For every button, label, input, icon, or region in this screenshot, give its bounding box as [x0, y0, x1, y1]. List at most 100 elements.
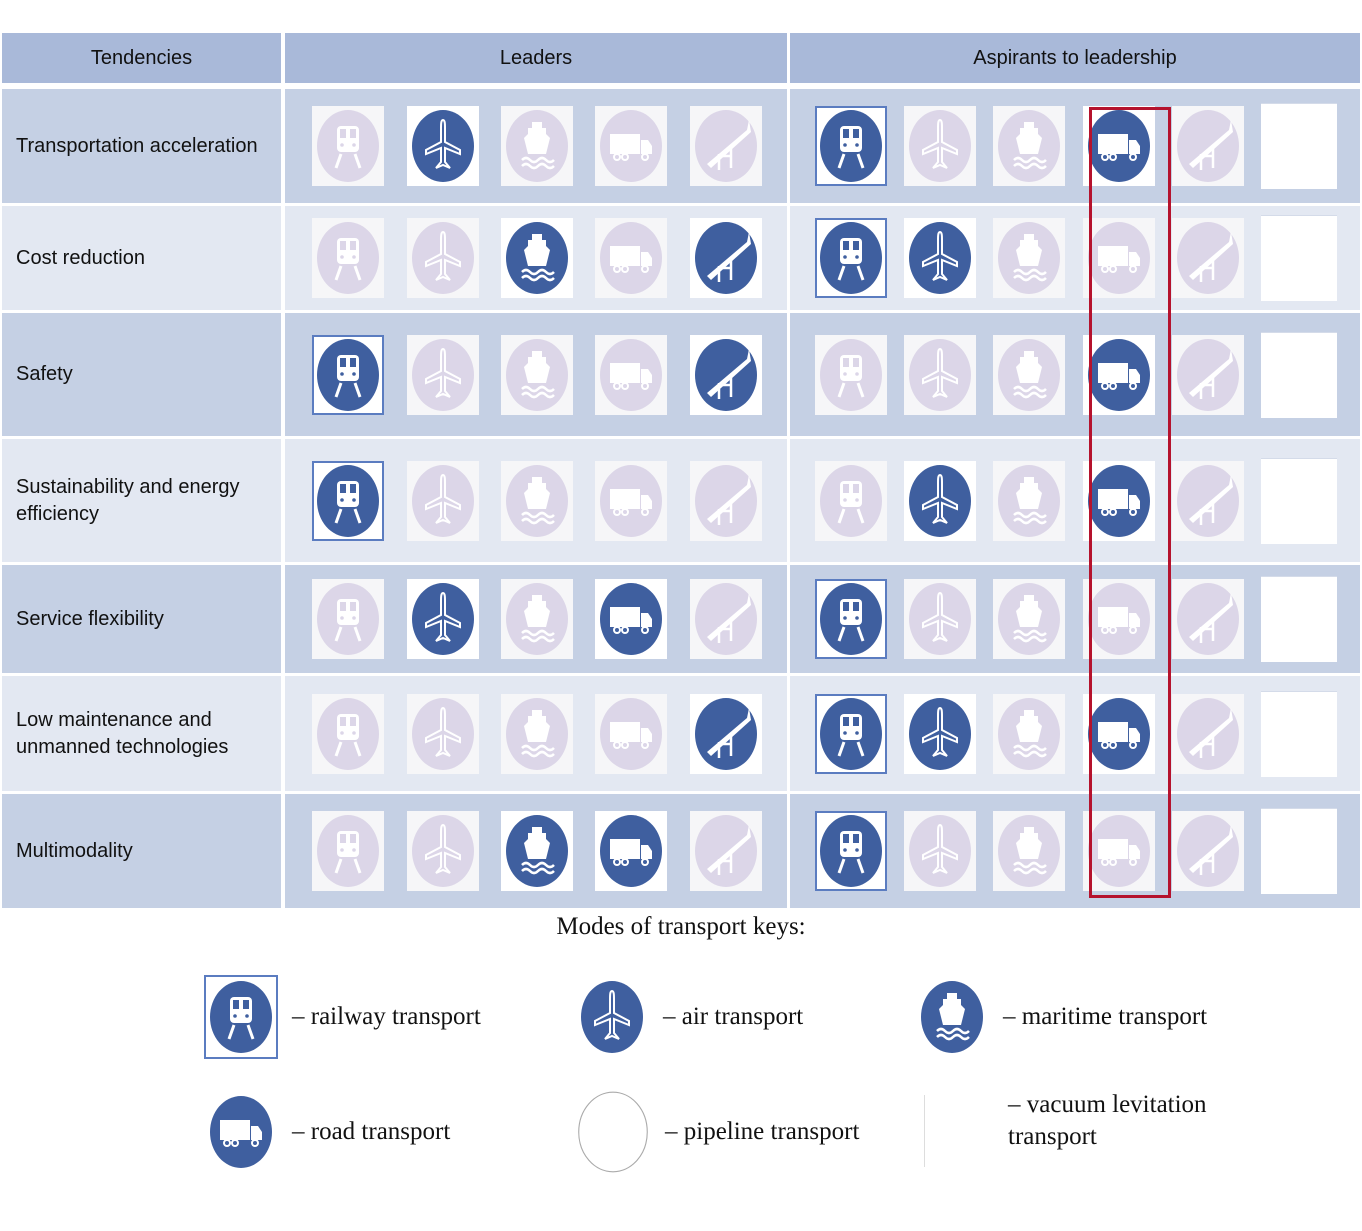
legend-item-road: – road transport — [204, 1090, 450, 1174]
air-transport-icon-active — [903, 218, 976, 298]
railway-transport-icon-active — [814, 811, 887, 891]
road-transport-icon-inactive — [1082, 811, 1155, 891]
railway-transport-icon-active — [814, 579, 887, 659]
road-transport-icon-active — [1082, 334, 1155, 415]
railway-transport-icon-inactive — [814, 334, 887, 415]
maritime-transport-icon-inactive — [500, 579, 573, 659]
aspirants-cell — [790, 676, 1360, 791]
maritime-transport-icon-inactive — [993, 106, 1066, 186]
maritime-transport-icon-inactive — [500, 334, 573, 415]
maritime-transport-icon-inactive — [500, 106, 573, 186]
maritime-transport-icon-inactive — [993, 579, 1066, 659]
air-transport-icon-inactive — [406, 334, 479, 415]
air-transport-icon-inactive — [406, 693, 479, 774]
railway-transport-icon-inactive — [312, 811, 385, 891]
tendency-label: Safety — [2, 313, 281, 436]
railway-transport-icon-inactive — [312, 106, 385, 186]
legend-label: – road transport — [292, 1118, 451, 1145]
legend-label: – air transport — [663, 1003, 804, 1030]
legend-item-vacuum: – vacuum levitation transport — [924, 1091, 1228, 1167]
maritime-transport-icon-inactive — [500, 460, 573, 541]
pipeline-transport-icon-inactive — [1171, 334, 1244, 415]
railway-transport-icon-inactive — [312, 218, 385, 298]
table-row: Low maintenance and unmanned technologie… — [2, 676, 1360, 791]
maritime-transport-icon-inactive — [993, 218, 1066, 298]
railway-transport-icon — [204, 975, 278, 1059]
aspirants-cell — [790, 89, 1360, 203]
road-transport-icon-inactive — [1082, 218, 1155, 298]
legend-title: Modes of transport keys: — [556, 913, 806, 940]
tendency-label: Multimodality — [2, 794, 281, 908]
railway-transport-icon-active — [814, 106, 887, 186]
legend-item-air: – air transport — [575, 975, 803, 1059]
legend-label: – railway transport — [292, 1003, 481, 1030]
road-transport-icon-inactive — [1082, 579, 1155, 659]
pipeline-transport-icon-active — [689, 218, 762, 298]
maritime-transport-icon-inactive — [993, 460, 1066, 541]
tendency-label: Service flexibility — [2, 565, 281, 673]
railway-transport-icon-active — [814, 218, 887, 298]
air-transport-icon — [575, 975, 649, 1059]
vacuum-levitation-icon — [1261, 215, 1338, 301]
air-transport-icon-active — [903, 693, 976, 774]
aspirants-cell — [790, 565, 1360, 673]
road-transport-icon-inactive — [595, 693, 668, 774]
header-aspirants: Aspirants to leadership — [790, 33, 1360, 83]
road-transport-icon-active — [595, 579, 668, 659]
leaders-cell — [285, 89, 787, 203]
legend-item-railway: – railway transport — [204, 975, 481, 1059]
air-transport-icon-inactive — [903, 579, 976, 659]
pipeline-transport-icon-inactive — [1171, 218, 1244, 298]
road-transport-icon-active — [1082, 460, 1155, 541]
air-transport-icon-inactive — [406, 218, 479, 298]
header-leaders: Leaders — [285, 33, 787, 83]
road-transport-icon-inactive — [595, 334, 668, 415]
maritime-transport-icon-inactive — [993, 334, 1066, 415]
leaders-cell — [285, 313, 787, 436]
air-transport-icon-active — [406, 579, 479, 659]
air-transport-icon-inactive — [903, 334, 976, 415]
tendency-label: Low maintenance and unmanned technologie… — [2, 676, 281, 791]
pipeline-transport-icon-inactive — [689, 579, 762, 659]
table-row: Cost reduction — [2, 206, 1360, 310]
pipeline-transport-icon-active — [689, 693, 762, 774]
pipeline-transport-icon-inactive — [1171, 460, 1244, 541]
tendency-label: Transportation acceleration — [2, 89, 281, 203]
maritime-transport-icon-inactive — [500, 693, 573, 774]
road-transport-icon-inactive — [595, 106, 668, 186]
leaders-cell — [285, 439, 787, 562]
air-transport-icon-inactive — [406, 460, 479, 541]
tendencies-table: Tendencies Leaders Aspirants to leadersh… — [2, 33, 1360, 911]
road-transport-icon-inactive — [595, 218, 668, 298]
aspirants-cell — [790, 313, 1360, 436]
legend-item-maritime: – maritime transport — [915, 975, 1207, 1059]
vacuum-levitation-icon — [1261, 331, 1338, 418]
vacuum-levitation-icon — [1261, 576, 1338, 662]
air-transport-icon-inactive — [406, 811, 479, 891]
maritime-transport-icon-active — [500, 811, 573, 891]
tendency-label: Cost reduction — [2, 206, 281, 310]
pipeline-transport-icon-inactive — [1171, 579, 1244, 659]
air-transport-icon-active — [903, 460, 976, 541]
vacuum-levitation-icon — [1261, 457, 1338, 544]
pipeline-transport-icon-inactive — [689, 811, 762, 891]
legend-label: – maritime transport — [1003, 1003, 1208, 1030]
pipeline-transport-icon-active — [689, 334, 762, 415]
leaders-cell — [285, 206, 787, 310]
pipeline-transport-icon-inactive — [689, 460, 762, 541]
table-row: Safety — [2, 313, 1360, 436]
road-transport-icon-inactive — [595, 460, 668, 541]
air-transport-icon-inactive — [903, 811, 976, 891]
pipeline-transport-icon-inactive — [1171, 811, 1244, 891]
table-row: Transportation acceleration — [2, 89, 1360, 203]
table-header: Tendencies Leaders Aspirants to leadersh… — [2, 33, 1360, 83]
aspirants-cell — [790, 206, 1360, 310]
table-row: Multimodality — [2, 794, 1360, 908]
pipeline-transport-icon-inactive — [689, 106, 762, 186]
maritime-transport-icon-inactive — [993, 811, 1066, 891]
railway-transport-icon-inactive — [312, 693, 385, 774]
railway-transport-icon-active — [312, 460, 385, 541]
legend-label: – pipeline transport — [665, 1118, 860, 1145]
road-transport-icon-active — [1082, 106, 1155, 186]
legend-label: – vacuum levitation transport — [1008, 1091, 1207, 1150]
